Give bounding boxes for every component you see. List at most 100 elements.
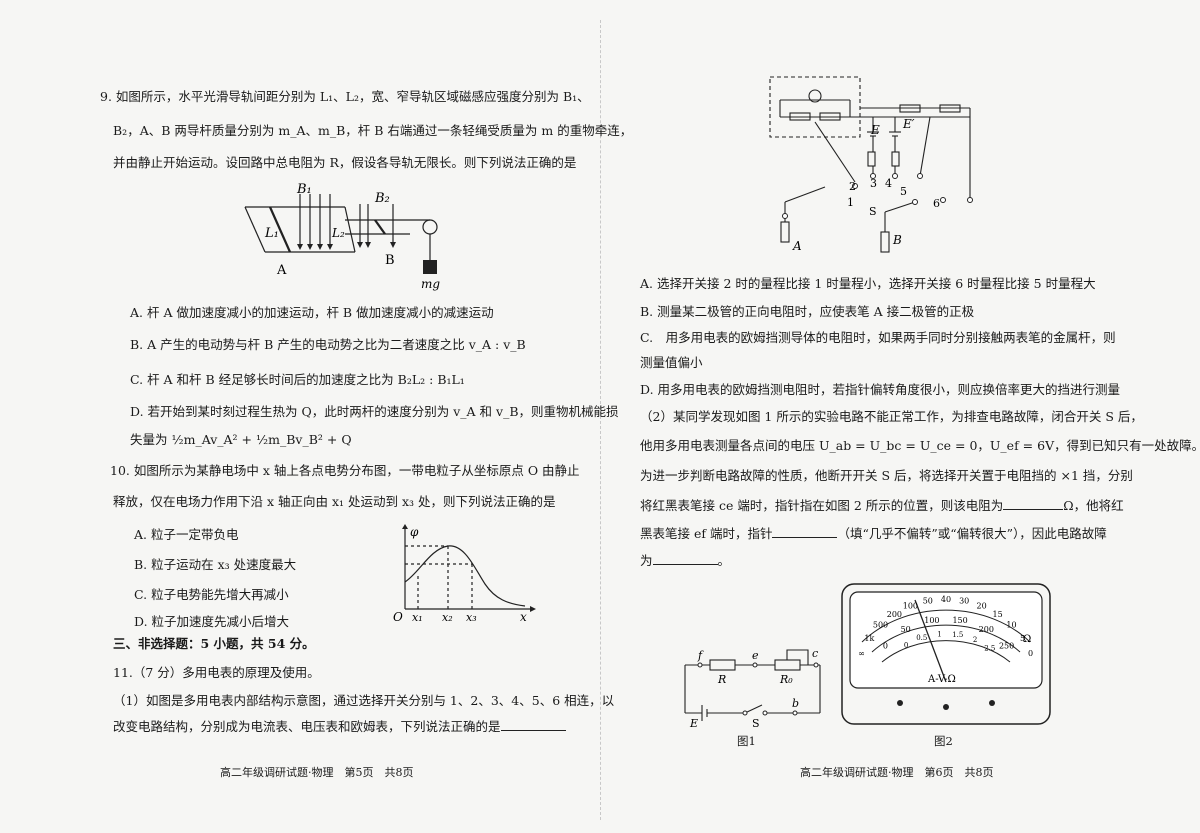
answer-blank-deflection[interactable] [772, 525, 838, 538]
q9-rail-figure: B₁ B₂ L₁ L₂ A B mg [244, 182, 440, 291]
answer-blank-resistance[interactable] [1003, 497, 1064, 510]
q11-part2-line6-text: 为 [640, 553, 653, 568]
dc-tick-label: 100 [924, 616, 939, 625]
q9-option-d-line1: D. 若开始到某时刻过程生热为 Q，此时两杆的速度分别为 v_A 和 v_B，则… [130, 404, 619, 419]
ac-tick-label: 2 [973, 636, 977, 644]
q11-option-b: B. 测量某二极管的正向电阻时，应使表笔 A 接二极管的正极 [640, 304, 975, 319]
dc-tick-label: 200 [979, 625, 994, 634]
fig1-label-E: E [689, 717, 698, 730]
q10-option-b: B. 粒子运动在 x₃ 处速度最大 [134, 557, 297, 572]
q11-part2-line4-text: 将红黑表笔接 ce 端时，指针指在如图 2 所示的位置，则该电阻为 [640, 498, 1004, 513]
answer-blank-fault[interactable] [652, 552, 718, 565]
q9-option-a: A. 杆 A 做加速度减小的加速运动，杆 B 做加速度减小的减速运动 [130, 305, 494, 320]
ohm-tick-label: 30 [959, 597, 969, 606]
graph-x2-label: x₂ [442, 611, 453, 624]
ac-tick-label: 1 [937, 630, 941, 638]
dc-tick-label: 50 [901, 625, 911, 634]
label-B: B [385, 253, 395, 268]
fig1-label-f: f [697, 649, 704, 662]
ohm-tick-label: 1k [864, 634, 874, 643]
ac-tick-label: 1.5 [952, 631, 963, 639]
q10-option-a: A. 粒子一定带负电 [134, 527, 239, 542]
q11-part2-line2: 他用多用电表测量各点间的电压 U_ab = U_bc = U_ce = 0，U_… [640, 438, 1200, 453]
q9-option-c: C. 杆 A 和杆 B 经足够长时间后的加速度之比为 B₂L₂ : B₁L₁ [130, 372, 465, 387]
q11-part2-line6: 为。 [640, 552, 730, 569]
dial-screw-right [989, 700, 995, 706]
ohm-tick-label: 40 [941, 595, 951, 604]
section-3-heading: 三、非选择题：5 小题，共 54 分。 [113, 636, 315, 651]
graph-x3-label: x₃ [466, 611, 477, 624]
dial-screw-center [943, 704, 949, 710]
answer-blank-q11-1[interactable] [500, 718, 566, 731]
graph-origin-label: O [393, 610, 403, 624]
ohm-tick-label: 20 [977, 602, 987, 611]
dial-screw-left [897, 700, 903, 706]
ac-tick-label: 0.5 [916, 634, 927, 642]
ohm-tick-label: 10 [1006, 621, 1016, 630]
q9-stem-line2: B₂，A、B 两导杆质量分别为 m_A、m_B，杆 B 右端通过一条轻绳受质量为… [113, 123, 633, 138]
dc-tick-label: 150 [952, 616, 967, 625]
circuit-label-S: S [869, 205, 877, 218]
ohm-tick-label: 100 [903, 602, 918, 611]
right-page-footer: 高二年级调研试题·物理 第6页 共8页 [800, 766, 994, 779]
ohm-tick-label: 50 [923, 597, 933, 606]
ohm-tick-label: 200 [887, 610, 902, 619]
label-L2: L₂ [331, 226, 345, 240]
q11-part2-line6-tail: 。 [717, 553, 731, 568]
q9-stem-line3: 并由静止开始运动。设回路中总电阻为 R，假设各导轨无限长。则下列说法正确的是 [113, 155, 577, 170]
label-A: A [276, 263, 287, 278]
dc-scale: 0 50 100 150 200 250 [883, 616, 1014, 650]
figure1-circuit: f e c R R₀ E S b [684, 647, 821, 730]
dial-omega-symbol: Ω [1023, 634, 1031, 645]
q9-option-b: B. A 产生的电动势与杆 B 产生的电动势之比为二者速度之比 v_A : v_… [130, 337, 526, 352]
circuit-label-2: 2 [849, 180, 856, 193]
label-L1: L₁ [264, 226, 279, 241]
q10-stem-line1: 10. 如图所示为某静电场中 x 轴上各点电势分布图，一带电粒子从坐标原点 O … [110, 463, 580, 478]
graph-x1-label: x₁ [412, 611, 423, 624]
q10-potential-graph: φ O x₁ x₂ x₃ x [393, 524, 536, 624]
q11-option-a: A. 选择开关接 2 时的量程比接 1 时量程小，选择开关接 6 时量程比接 5… [640, 276, 1096, 291]
dc-tick-label: 250 [999, 641, 1014, 650]
fig1-label-S: S [752, 717, 760, 730]
circuit-label-5: 5 [900, 185, 907, 198]
label-B1: B₁ [296, 182, 312, 197]
q11-part2-line5-tail: （填“几乎不偏转”或“偏转很大”），因此电路故障 [837, 526, 1107, 541]
circuit-label-1: 1 [847, 196, 854, 209]
q10-option-c: C. 粒子电势能先增大再减小 [134, 587, 289, 602]
q11-part2-line5: 黑表笔接 ef 端时，指针 （填“几乎不偏转”或“偏转很大”），因此电路故障 [640, 525, 1107, 542]
q10-stem-line2: 释放，仅在电场力作用下沿 x 轴正向由 x₁ 处运动到 x₃ 处，则下列说法正确… [113, 494, 556, 509]
ohm-tick-label: 5 [1020, 634, 1025, 643]
ohm-tick-label: 500 [873, 621, 888, 630]
q11-title: 11.（7 分）多用电表的原理及使用。 [113, 665, 320, 680]
dial-needle [914, 599, 947, 683]
fig1-label-R: R [717, 673, 726, 686]
figure1-caption: 图1 [737, 734, 756, 748]
dial-mode-label: A-V-Ω [927, 674, 956, 685]
circuit-label-E: E [870, 123, 880, 137]
multimeter-circuit-diagram: E E′ 1 2 3 4 5 6 S A B [769, 76, 973, 253]
ohm-tick-label: ∞ [858, 649, 865, 658]
graph-x-axis-label: x [520, 610, 527, 624]
left-page-footer: 高二年级调研试题·物理 第5页 共8页 [220, 766, 414, 779]
q9-option-d-line2: 失量为 ½m_Av_A² + ½m_Bv_B² + Q [130, 432, 352, 447]
q11-part2-line1: （2）某同学发现如图 1 所示的实验电路不能正常工作，为排查电路故障，闭合开关 … [640, 409, 1143, 424]
q11-part1-line2: 改变电路结构，分别成为电流表、电压表和欧姆表，下列说法正确的是 [113, 718, 566, 735]
circuit-label-A: A [792, 239, 802, 253]
dc-tick-label: 0 [883, 641, 888, 650]
fig1-label-R0: R₀ [779, 673, 793, 686]
graph-phi-label: φ [410, 525, 419, 539]
fig1-label-c: c [812, 647, 818, 660]
label-mg: mg [421, 277, 440, 291]
ohm-tick-label: 15 [993, 610, 1003, 619]
circuit-label-B: B [892, 233, 902, 247]
q11-option-c-line1: C. 用多用电表的欧姆挡测导体的电阻时，如果两手同时分别接触两表笔的金属杆，则 [640, 330, 1116, 345]
fig1-label-e: e [752, 649, 759, 662]
q11-option-d: D. 用多用电表的欧姆挡测电阻时，若指针偏转角度很小，则应换倍率更大的挡进行测量 [640, 382, 1121, 397]
q11-part2-line5-text: 黑表笔接 ef 端时，指针 [640, 526, 773, 541]
q11-part1-text: 改变电路结构，分别成为电流表、电压表和欧姆表，下列说法正确的是 [113, 719, 501, 734]
